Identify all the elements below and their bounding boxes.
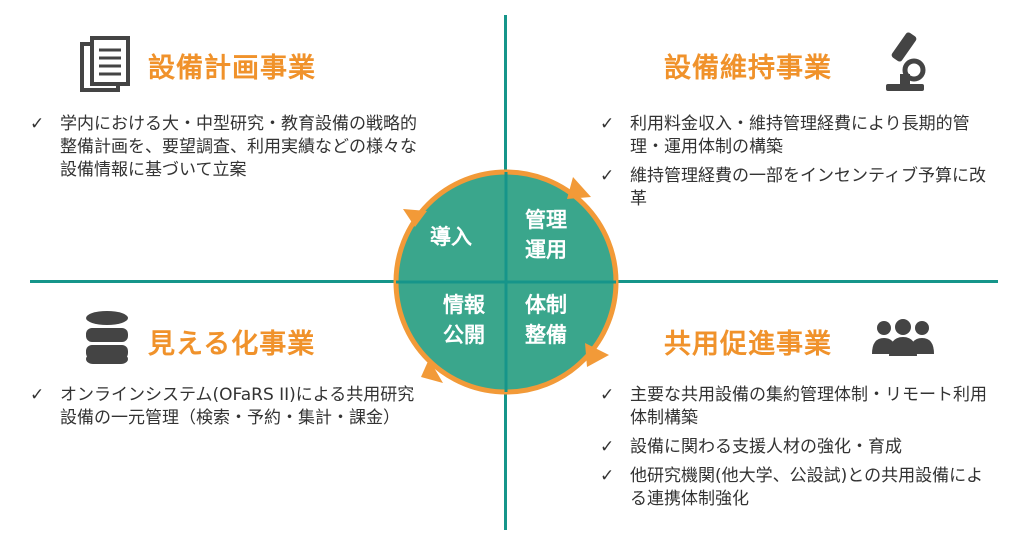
cycle-label-intro: 導入 (430, 225, 472, 249)
cycle-arrows (403, 177, 609, 383)
item-text: 利用料金収入・維持管理経費により長期的管理・運用体制の構築 (630, 114, 970, 157)
quadrant-title: 設備維持事業 (664, 53, 832, 84)
list-item: ✓ 主要な共用設備の集約管理体制・リモート利用体制構築 (600, 384, 990, 430)
quadrant-title: 見える化事業 (148, 329, 316, 360)
item-text: 学内における大・中型研究・教育設備の戦略的整備計画を、要望調査、利用実績などの様… (60, 114, 417, 180)
database-icon (86, 311, 128, 364)
arrow-icon (403, 209, 427, 227)
cycle-circle (393, 169, 619, 395)
list-item: ✓ 学内における大・中型研究・教育設備の戦略的整備計画を、要望調査、利用実績などの… (30, 113, 425, 182)
list-item: ✓ 他研究機関(他大学、公設試)との共用設備による連携体制強化 (600, 465, 990, 511)
cycle-label-disclosure: 情報公開 (443, 293, 485, 347)
item-text: 設備に関わる支援人材の強化・育成 (630, 437, 902, 457)
list-item: ✓ オンラインシステム(OFaRS II)による共用研究設備の一元管理（検索・予約… (30, 384, 415, 430)
item-text: 他研究機関(他大学、公設試)との共用設備による連携体制強化 (630, 466, 984, 509)
quadrant-list: ✓ 学内における大・中型研究・教育設備の戦略的整備計画を、要望調査、利用実績などの… (30, 113, 425, 188)
cycle-label-system: 体制整備 (525, 293, 567, 347)
microscope-icon (886, 32, 926, 91)
check-icon: ✓ (600, 466, 615, 486)
quadrant-title: 設備計画事業 (148, 53, 316, 84)
quadrant-list: ✓ オンラインシステム(OFaRS II)による共用研究設備の一元管理（検索・予約… (30, 384, 415, 436)
document-icon (80, 36, 130, 92)
check-icon: ✓ (30, 114, 45, 134)
list-item: ✓ 利用料金収入・維持管理経費により長期的管理・運用体制の構築 (600, 113, 995, 159)
list-item: ✓ 維持管理経費の一部をインセンティブ予算に改革 (600, 165, 995, 211)
cycle-label-management: 管理運用 (525, 208, 567, 262)
check-icon: ✓ (30, 385, 45, 405)
people-icon (872, 319, 934, 356)
quadrant-title: 共用促進事業 (664, 329, 832, 360)
list-item: ✓ 設備に関わる支援人材の強化・育成 (600, 436, 990, 459)
arrow-icon (421, 359, 443, 383)
quadrant-list: ✓ 利用料金収入・維持管理経費により長期的管理・運用体制の構築 ✓ 維持管理経費の一… (600, 113, 995, 217)
item-text: 維持管理経費の一部をインセンティブ予算に改革 (630, 166, 986, 209)
check-icon: ✓ (600, 385, 615, 405)
check-icon: ✓ (600, 114, 615, 134)
item-text: オンラインシステム(OFaRS II)による共用研究設備の一元管理（検索・予約・… (60, 385, 415, 428)
check-icon: ✓ (600, 437, 615, 457)
arrow-icon (585, 343, 609, 367)
arrow-icon (567, 177, 591, 199)
item-text: 主要な共用設備の集約管理体制・リモート利用体制構築 (630, 385, 987, 428)
quadrant-list: ✓ 主要な共用設備の集約管理体制・リモート利用体制構築 ✓ 設備に関わる支援人材の強… (600, 384, 990, 517)
check-icon: ✓ (600, 166, 615, 186)
